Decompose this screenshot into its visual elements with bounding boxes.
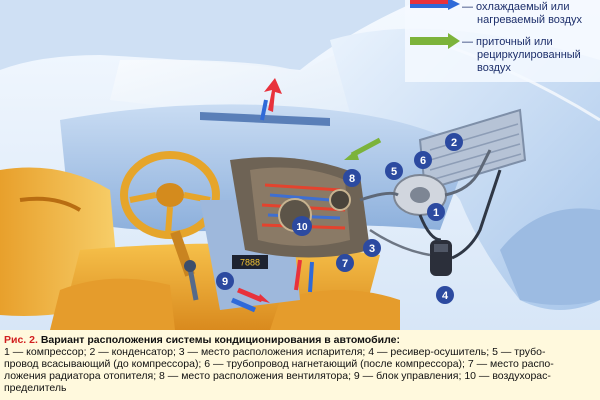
- svg-text:10: 10: [296, 222, 308, 233]
- caption-line-3: ложения радиатора отопителя; 8 — место р…: [4, 370, 551, 382]
- svg-text:9: 9: [222, 276, 228, 288]
- console-display: [232, 255, 268, 269]
- legend-arrow-supply: [410, 33, 460, 49]
- hvac-unit: [230, 157, 370, 258]
- caption-line-2: провод всасывающий (до компрессора); 6 —…: [4, 358, 554, 370]
- gear-knob: [184, 260, 196, 272]
- caption-title-text: Вариант расположения системы кондиционир…: [40, 334, 400, 346]
- legend-label-cooled-heated-2: нагреваемый воздух: [477, 14, 582, 26]
- roof: [0, 0, 420, 70]
- marker-9: 9: [216, 272, 234, 290]
- liquid-pipe: [369, 228, 431, 257]
- legend-label-supply-2: рециркулированный: [477, 49, 581, 61]
- svg-text:2: 2: [451, 137, 457, 149]
- marker-6: 6: [414, 151, 432, 169]
- legend-arrow-cooled-heated: [410, 0, 460, 10]
- marker-3: 3: [363, 239, 381, 257]
- marker-2: 2: [445, 133, 463, 151]
- seat-right: [270, 290, 400, 330]
- suction-pipe: [359, 149, 492, 202]
- condenser: [418, 108, 527, 192]
- receiver-drier: [430, 240, 452, 276]
- marker-4: 4: [436, 286, 454, 304]
- marker-10: 10: [292, 216, 312, 236]
- door-handle: [19, 196, 82, 212]
- marker-7: 7: [336, 254, 354, 272]
- marker-5: 5: [385, 162, 403, 180]
- svg-text:6: 6: [420, 155, 426, 167]
- seat-left: [50, 278, 175, 330]
- discharge-pipe: [418, 169, 502, 260]
- figure-label: Рис. 2.: [4, 334, 38, 346]
- console-display-text: 7888: [240, 258, 260, 268]
- svg-text:7: 7: [342, 258, 348, 270]
- marker-1: 1: [427, 203, 445, 221]
- legend-label-cooled-heated-1: — охлаждаемый или: [462, 1, 570, 13]
- airflow-arrows: [231, 78, 382, 313]
- svg-text:1: 1: [433, 207, 439, 219]
- gear-lever: [187, 267, 199, 301]
- legend-label-supply-3: воздух: [477, 62, 511, 74]
- car-ac-illustration: 7888: [0, 0, 600, 330]
- caption-line-4: пределитель: [4, 382, 67, 394]
- svg-text:5: 5: [391, 166, 397, 178]
- svg-text:4: 4: [442, 290, 449, 302]
- svg-text:3: 3: [369, 243, 375, 255]
- marker-8: 8: [343, 169, 361, 187]
- legend-label-supply-1: — приточный или: [462, 36, 553, 48]
- caption-line-1: 1 — компрессор; 2 — конденсатор; 3 — мес…: [4, 346, 546, 358]
- wheel-arch: [500, 208, 600, 305]
- caption-title: Рис. 2. Вариант расположения системы кон…: [0, 334, 600, 346]
- svg-text:8: 8: [349, 173, 355, 185]
- steering-wheel: [120, 151, 220, 277]
- figure-caption: Рис. 2. Вариант расположения системы кон…: [0, 330, 600, 400]
- dash-top-vent: [200, 112, 330, 126]
